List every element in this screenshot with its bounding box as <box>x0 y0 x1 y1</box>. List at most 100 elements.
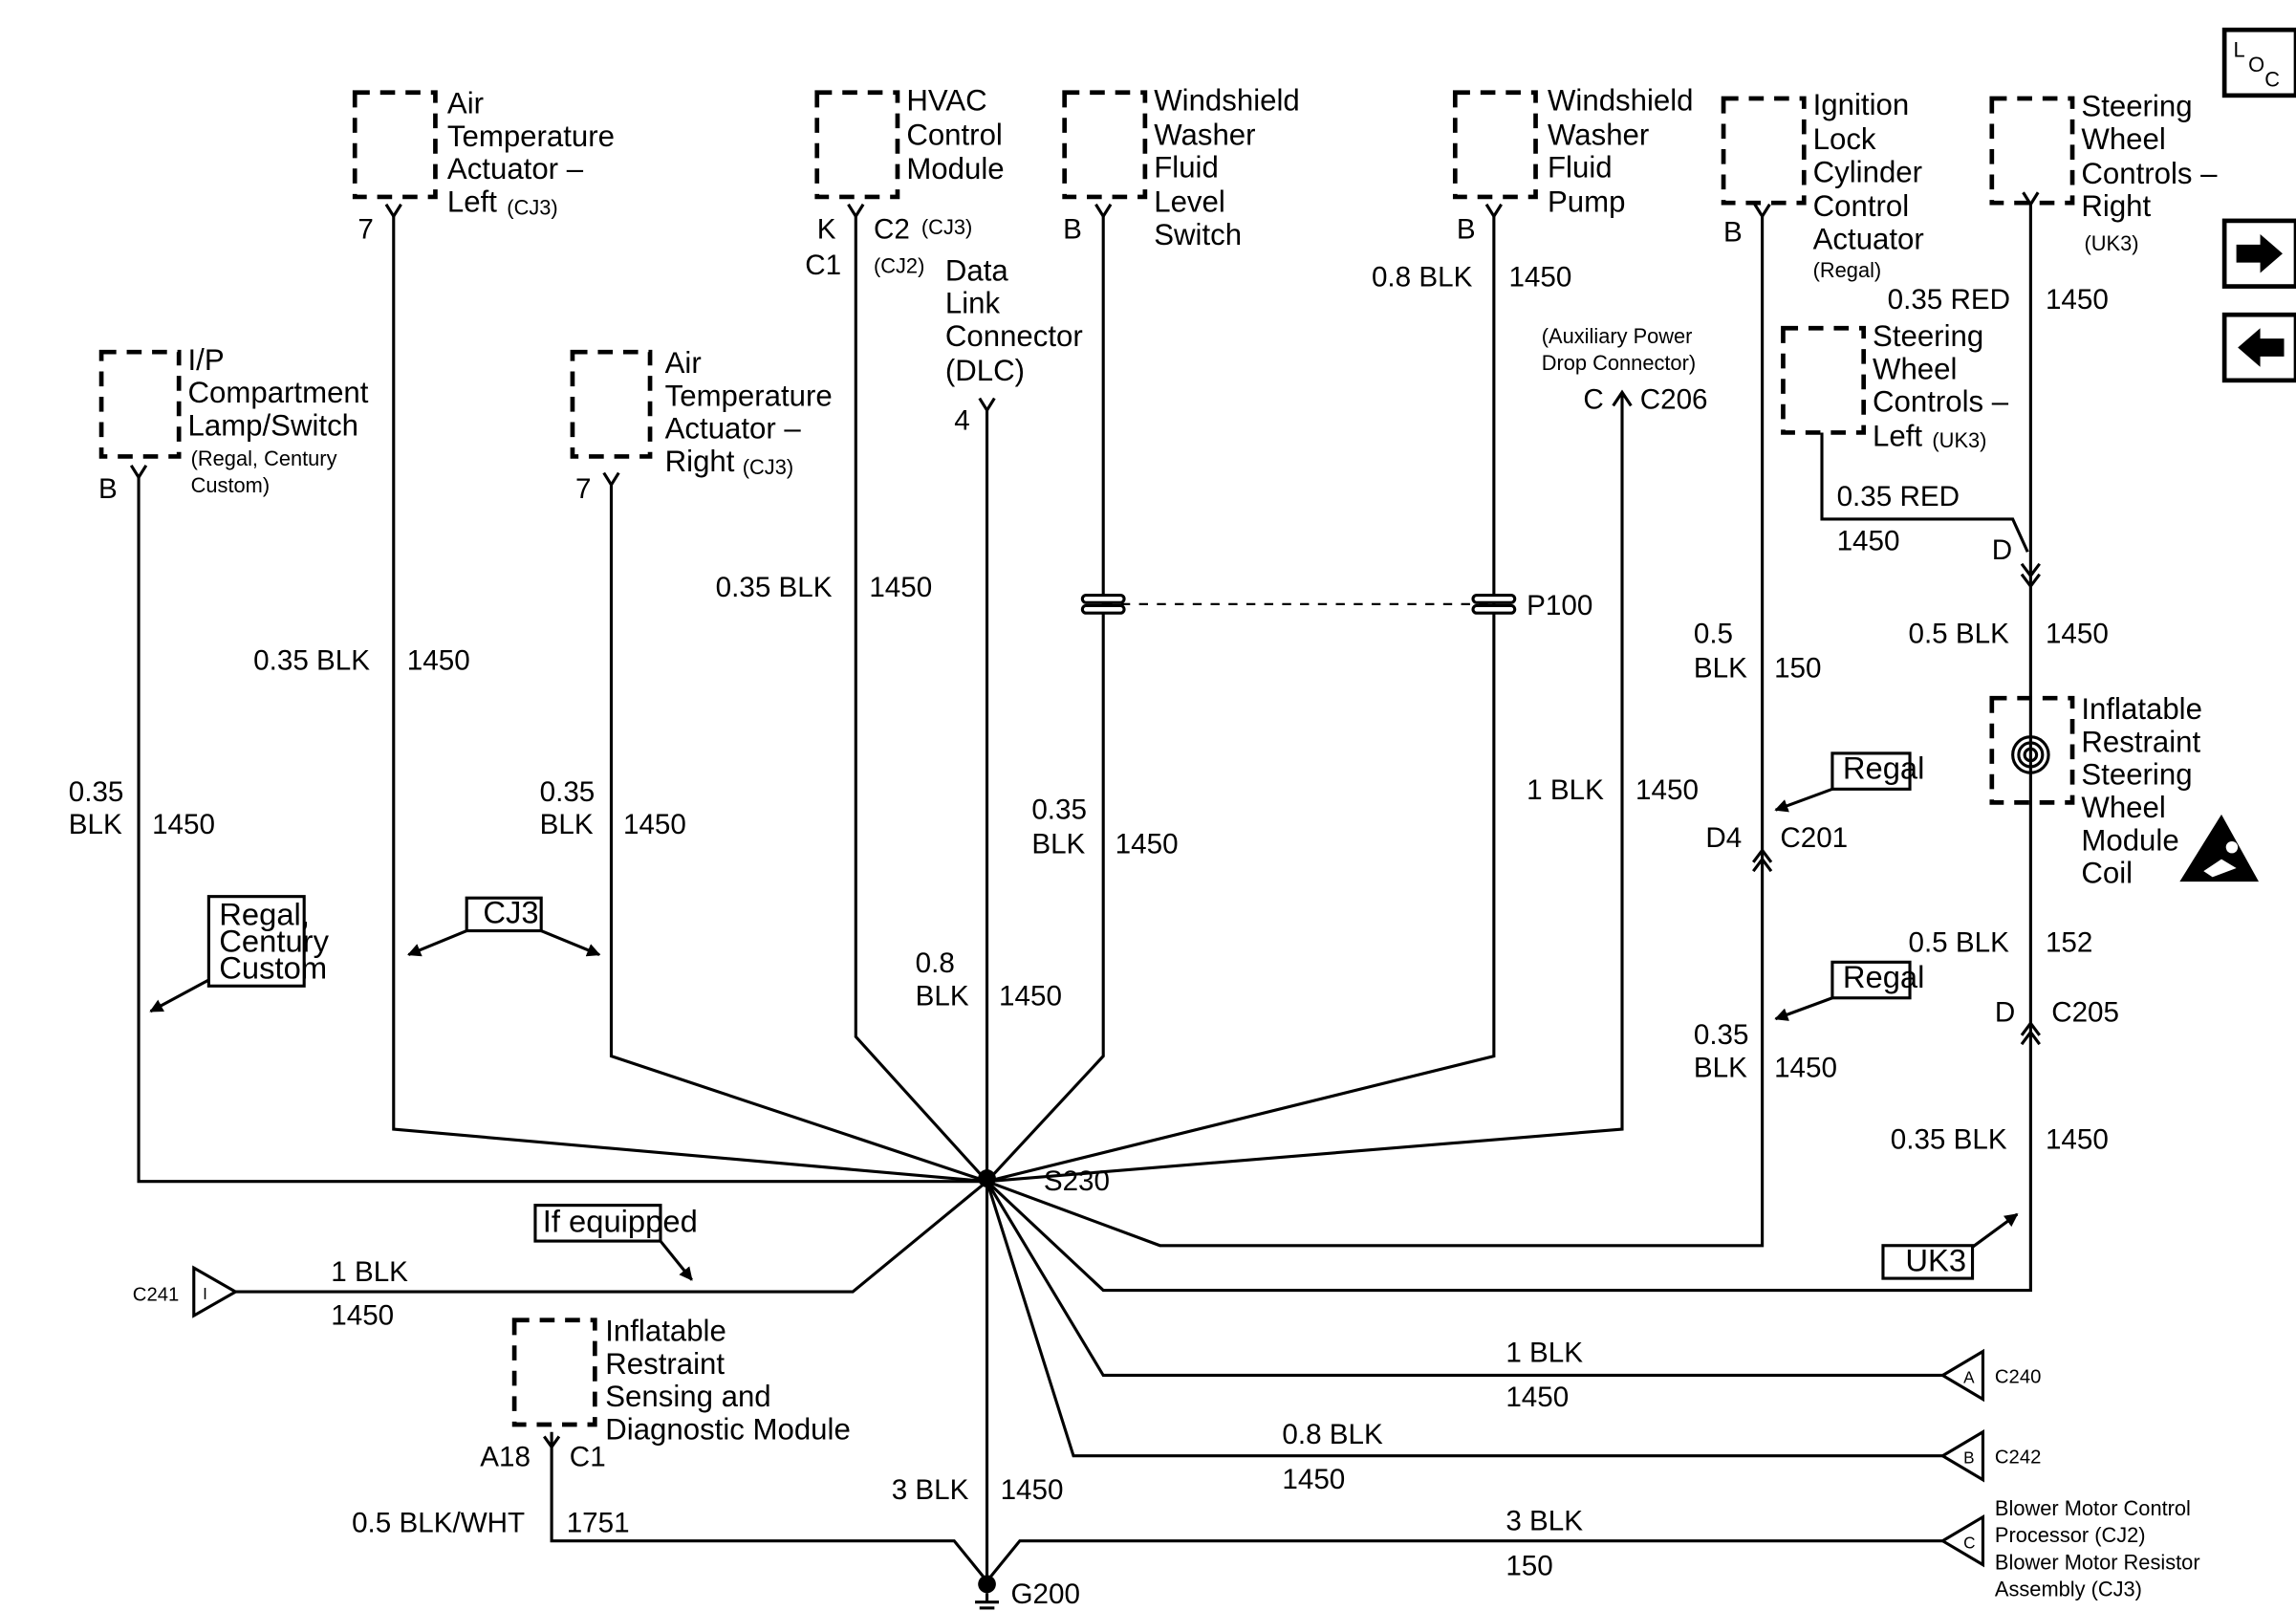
components-airbag-coil-4: Module <box>2081 823 2178 857</box>
s230-splice-icon <box>978 1169 996 1187</box>
wires-air-right-gauge-0: 0.35 <box>540 776 596 808</box>
components-blower-2: Blower Motor Resistor <box>1995 1550 2200 1574</box>
wires-c242-circuit: 1450 <box>1282 1464 1345 1495</box>
components-air-right-1: Temperature <box>665 379 833 412</box>
wires-coil-gauge: 0.5 BLK <box>1908 926 2009 958</box>
spiral-coil-icon <box>2011 735 2050 774</box>
wires-ign-low-gauge-1: BLK <box>1694 1052 1747 1083</box>
pins-air-left-7: 7 <box>357 214 373 246</box>
wires-ign-gauge-1: BLK <box>1694 652 1747 684</box>
swc-right-label: Steering Wheel Controls – Right (UK3) <box>2081 90 2218 255</box>
components-blower-0: Blower Motor Control <box>1995 1496 2191 1520</box>
components-ip-lamp-1: Compartment <box>188 376 369 409</box>
pins-ws-pump-b: B <box>1457 214 1476 246</box>
wires-ign-circuit: 150 <box>1774 652 1821 684</box>
components-ignition-2: Cylinder <box>1813 155 1922 188</box>
wires-aux-circuit: 1450 <box>1635 774 1699 806</box>
previous-page-button[interactable] <box>2221 312 2296 383</box>
components-ws-pump-3: Pump <box>1548 185 1625 219</box>
wires-ign-gauge-0: 0.5 <box>1694 618 1733 649</box>
components-swc-left-2: Controls – <box>1873 385 2009 419</box>
components-ws-pump-0: Windshield <box>1548 83 1694 117</box>
pins-c201-d4: D4 <box>1705 822 1742 854</box>
components-swc-left-0: Steering <box>1873 319 1983 353</box>
pins-hvac-cj3: (CJ3) <box>921 215 972 239</box>
components-blower-3: Assembly (CJ3) <box>1995 1577 2142 1600</box>
wires-dlc-gauge-1: BLK <box>916 981 969 1012</box>
wires <box>137 204 2032 1582</box>
components-airbag-coil-5: Coil <box>2081 857 2133 890</box>
components-airbag-coil-0: Inflatable <box>2081 692 2202 726</box>
tag-if-equipped: If equipped <box>543 1204 698 1239</box>
pins-hvac-k: K <box>817 214 836 246</box>
ground-icon <box>975 1593 1000 1610</box>
components-air-left-opt: (CJ3) <box>507 196 557 220</box>
wires-dlc-gauge-0: 0.8 <box>916 947 955 979</box>
wires-ip-circuit: 1450 <box>152 809 215 840</box>
pins-air-right-7: 7 <box>575 473 591 505</box>
wires-hvac-gauge: 0.35 BLK <box>716 572 833 603</box>
components-airbag-coil-2: Steering <box>2081 758 2192 792</box>
components-ip-lamp-note-1: Custom) <box>191 473 270 497</box>
wires-swc-left-gauge: 0.35 RED <box>1837 481 1960 512</box>
wires-ws-pump-gauge: 0.8 BLK <box>1372 262 1473 294</box>
wires-ws-level-gauge-0: 0.35 <box>1031 795 1087 826</box>
aux-power-label: (Auxiliary Power Drop Connector) <box>1542 324 1696 375</box>
arrow-right-icon <box>2236 233 2283 273</box>
components-air-right-3: Right <box>665 445 735 478</box>
components-air-left-2: Actuator – <box>447 152 584 185</box>
sdm-label: Inflatable Restraint Sensing and Diagnos… <box>605 1315 851 1447</box>
wires-c205-circuit: 1450 <box>2046 1123 2109 1155</box>
pins-uk3-d: D <box>1992 534 2012 566</box>
tag-regal-century-3: Custom <box>219 949 327 985</box>
wires-g200-circuit: 1450 <box>1001 1474 1064 1506</box>
components-airbag-coil-1: Restraint <box>2081 725 2200 758</box>
next-page-button[interactable] <box>2221 218 2296 289</box>
components-ignition-0: Ignition <box>1813 88 1910 121</box>
blower-label: Blower Motor Control Processor (CJ2) Blo… <box>1995 1496 2200 1600</box>
pins-c240-pin: A <box>1963 1367 1975 1386</box>
wires-hvac-circuit: 1450 <box>869 572 932 603</box>
location-button[interactable]: L O C <box>2221 27 2296 98</box>
components-dlc-2: Connector <box>945 319 1083 353</box>
wires-c205-gauge: 0.35 BLK <box>1891 1123 2007 1155</box>
pins-sdm-a18: A18 <box>480 1442 531 1473</box>
components-hvac-1: Control <box>906 118 1003 151</box>
wires-c240-circuit: 1450 <box>1505 1382 1569 1413</box>
air-temp-left-label: Air Temperature Actuator – Left (CJ3) <box>447 87 615 220</box>
pins-c201: C201 <box>1780 822 1848 854</box>
pins-sdm-c1: C1 <box>570 1442 606 1473</box>
pins-c242: C242 <box>1995 1448 2041 1469</box>
wires-g200-gauge: 3 BLK <box>892 1474 969 1506</box>
wires-ign-low-circuit: 1450 <box>1774 1052 1837 1083</box>
option-tag-arrows <box>149 787 2019 1281</box>
airbag-coil-label: Inflatable Restraint Steering Wheel Modu… <box>2081 692 2202 890</box>
pins-ign-b: B <box>1723 217 1743 249</box>
components-air-left-3: Left <box>447 185 497 219</box>
pins-s230: S230 <box>1044 1165 1110 1197</box>
wires-c240-gauge: 1 BLK <box>1505 1337 1583 1368</box>
wires-ip-gauge-0: 0.35 <box>69 776 124 808</box>
hvac-label: HVAC Control Module <box>906 83 1004 185</box>
wires-ws-level-gauge-1: BLK <box>1031 828 1085 860</box>
wires-c241-gauge: 1 BLK <box>331 1256 408 1288</box>
components-airbag-coil-3: Wheel <box>2081 791 2165 824</box>
component-boxes <box>98 90 2075 1427</box>
tag-regal-century-2: Century <box>219 923 329 958</box>
wires-aux-gauge: 1 BLK <box>1527 774 1604 806</box>
wires-air-left-circuit: 1450 <box>407 645 470 677</box>
wires-uk3-circuit: 1450 <box>2046 618 2109 649</box>
components-swc-right-2: Controls – <box>2081 157 2218 190</box>
components-swc-left-1: Wheel <box>1873 352 1957 385</box>
wires-swc-left-circuit: 1450 <box>1837 526 1900 557</box>
components-swc-right-opt: (UK3) <box>2085 231 2139 255</box>
components-ws-pump-1: Washer <box>1548 118 1649 151</box>
ip-lamp-label: I/P Compartment Lamp/Switch (Regal, Cent… <box>188 343 369 497</box>
components-aux-power-0: (Auxiliary Power <box>1542 324 1693 348</box>
components-swc-left-3: Left <box>1873 419 1922 452</box>
components-hvac-2: Module <box>906 152 1004 185</box>
pins-hvac-c2: C2 <box>874 214 910 246</box>
components-swc-right-0: Steering <box>2081 90 2192 123</box>
components-ip-lamp-note-0: (Regal, Century <box>191 446 337 470</box>
